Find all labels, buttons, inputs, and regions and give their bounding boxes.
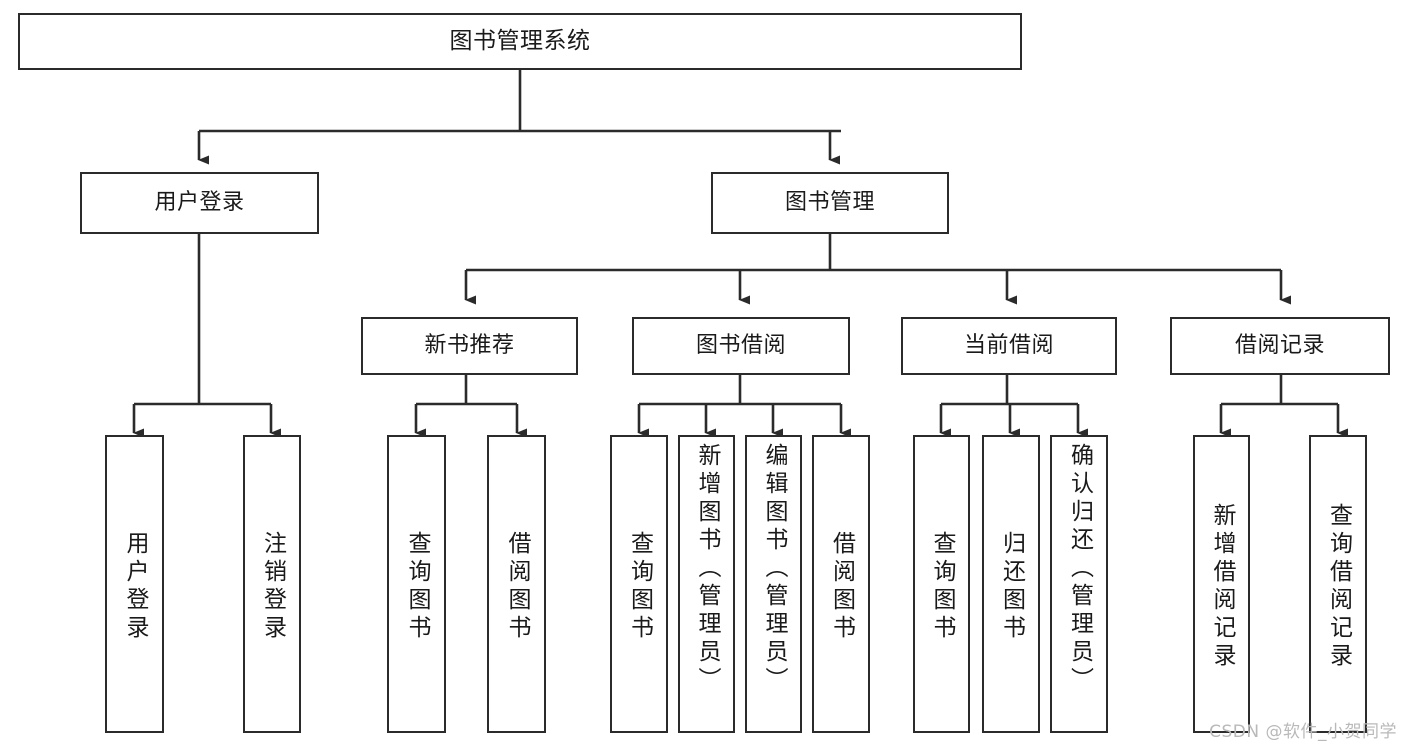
node-leaf-add-book[interactable]: 新增图书（管理员）: [678, 435, 735, 733]
node-user-login[interactable]: 用户登录: [80, 172, 319, 234]
node-label: 查询图书: [626, 531, 653, 643]
node-label: 当前借阅: [963, 333, 1054, 359]
node-label: 确认归还（管理员）: [1066, 443, 1093, 695]
node-leaf-borrow-book-2[interactable]: 借阅图书: [812, 435, 870, 733]
node-leaf-edit-book[interactable]: 编辑图书（管理员）: [745, 435, 802, 733]
node-label: 借阅图书: [828, 531, 855, 643]
node-leaf-user-login[interactable]: 用户登录: [105, 435, 164, 733]
node-label: 用户登录: [154, 190, 245, 216]
node-label: 注销登录: [259, 531, 286, 643]
node-label: 新书推荐: [424, 333, 515, 359]
node-label: 图书借阅: [695, 333, 786, 359]
node-label: 归还图书: [998, 531, 1025, 643]
node-leaf-query-book-2[interactable]: 查询图书: [610, 435, 668, 733]
node-leaf-logout[interactable]: 注销登录: [243, 435, 301, 733]
node-label: 查询图书: [404, 531, 430, 643]
node-root-book-management-system[interactable]: 图书管理系统: [18, 13, 1022, 70]
node-leaf-query-book-1[interactable]: 查询图书: [387, 435, 446, 733]
node-label: 借阅图书: [504, 531, 530, 643]
node-label: 新增图书（管理员）: [694, 443, 720, 695]
node-leaf-add-record[interactable]: 新增借阅记录: [1193, 435, 1250, 733]
node-leaf-return-book[interactable]: 归还图书: [982, 435, 1040, 733]
node-book-borrow[interactable]: 图书借阅: [632, 317, 850, 375]
node-label: 查询借阅记录: [1325, 503, 1352, 671]
node-leaf-query-book-3[interactable]: 查询图书: [913, 435, 970, 733]
node-current-borrow[interactable]: 当前借阅: [901, 317, 1117, 375]
node-label: 图书管理系统: [449, 27, 591, 54]
node-label: 用户登录: [122, 531, 148, 643]
node-label: 编辑图书（管理员）: [761, 443, 787, 695]
node-leaf-borrow-book-1[interactable]: 借阅图书: [487, 435, 546, 733]
node-borrow-record[interactable]: 借阅记录: [1170, 317, 1390, 375]
node-leaf-query-record[interactable]: 查询借阅记录: [1309, 435, 1367, 733]
watermark-text: CSDN @软件_小贺同学: [1209, 722, 1397, 742]
node-new-book-recommend[interactable]: 新书推荐: [361, 317, 578, 375]
node-label: 查询图书: [929, 531, 955, 643]
node-label: 借阅记录: [1234, 333, 1325, 359]
node-label: 图书管理: [784, 190, 875, 216]
node-book-management[interactable]: 图书管理: [711, 172, 949, 234]
node-leaf-confirm-return[interactable]: 确认归还（管理员）: [1050, 435, 1108, 733]
node-label: 新增借阅记录: [1209, 503, 1235, 671]
